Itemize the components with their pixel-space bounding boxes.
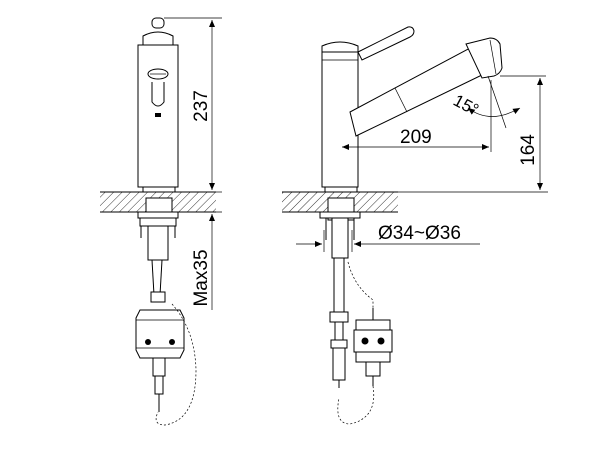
front-outlet (152, 357, 166, 377)
side-spout-split (394, 87, 408, 113)
dim-max35-label: Max35 (191, 249, 212, 306)
front-control-dot-left (145, 339, 151, 345)
side-cable-top (347, 261, 374, 308)
front-lever-cap (142, 31, 174, 46)
side-view: 15° 209 164 Ø34~Ø36 (282, 26, 548, 425)
side-cable-bottom (337, 385, 375, 425)
side-angle-arc (467, 107, 521, 117)
front-mount-plate (139, 217, 177, 227)
side-base (324, 186, 358, 193)
front-base (142, 186, 176, 193)
front-handle-knob (151, 17, 165, 29)
side-control-dot-right (377, 337, 385, 345)
side-hose-fitting (329, 311, 349, 323)
dim-209-label: 209 (400, 127, 432, 148)
front-control-dot-right (169, 339, 175, 345)
front-lower-shank (147, 225, 169, 261)
side-top-cap (321, 41, 359, 53)
side-mount-nut (319, 211, 361, 219)
side-hose-fitting-3 (332, 347, 346, 381)
dim-164-label: 164 (518, 134, 539, 166)
dim-diameter-label: Ø34~Ø36 (378, 223, 461, 244)
side-control-band (353, 329, 393, 353)
front-control-box (135, 309, 185, 359)
front-mount-nut (137, 211, 179, 219)
front-cable (155, 303, 197, 426)
dim-237-label: 237 (191, 90, 212, 122)
front-slot (151, 82, 165, 107)
front-view: 237 Max35 (100, 17, 222, 426)
side-spout (349, 47, 485, 137)
side-lever (357, 26, 415, 61)
front-hose-1 (151, 259, 155, 296)
side-hose-fitting-2 (330, 339, 348, 349)
side-spray-head (465, 37, 503, 79)
side-spray-face (489, 39, 497, 75)
side-control-dot-left (361, 337, 369, 345)
side-lower-shank (331, 217, 349, 259)
front-logo (155, 113, 161, 117)
front-hose-fitting (150, 291, 166, 303)
front-outlet-2 (154, 375, 164, 395)
dim-angle-label: 15° (450, 91, 482, 120)
front-hose-2 (159, 259, 163, 296)
side-control-bottom-fit (365, 361, 381, 377)
